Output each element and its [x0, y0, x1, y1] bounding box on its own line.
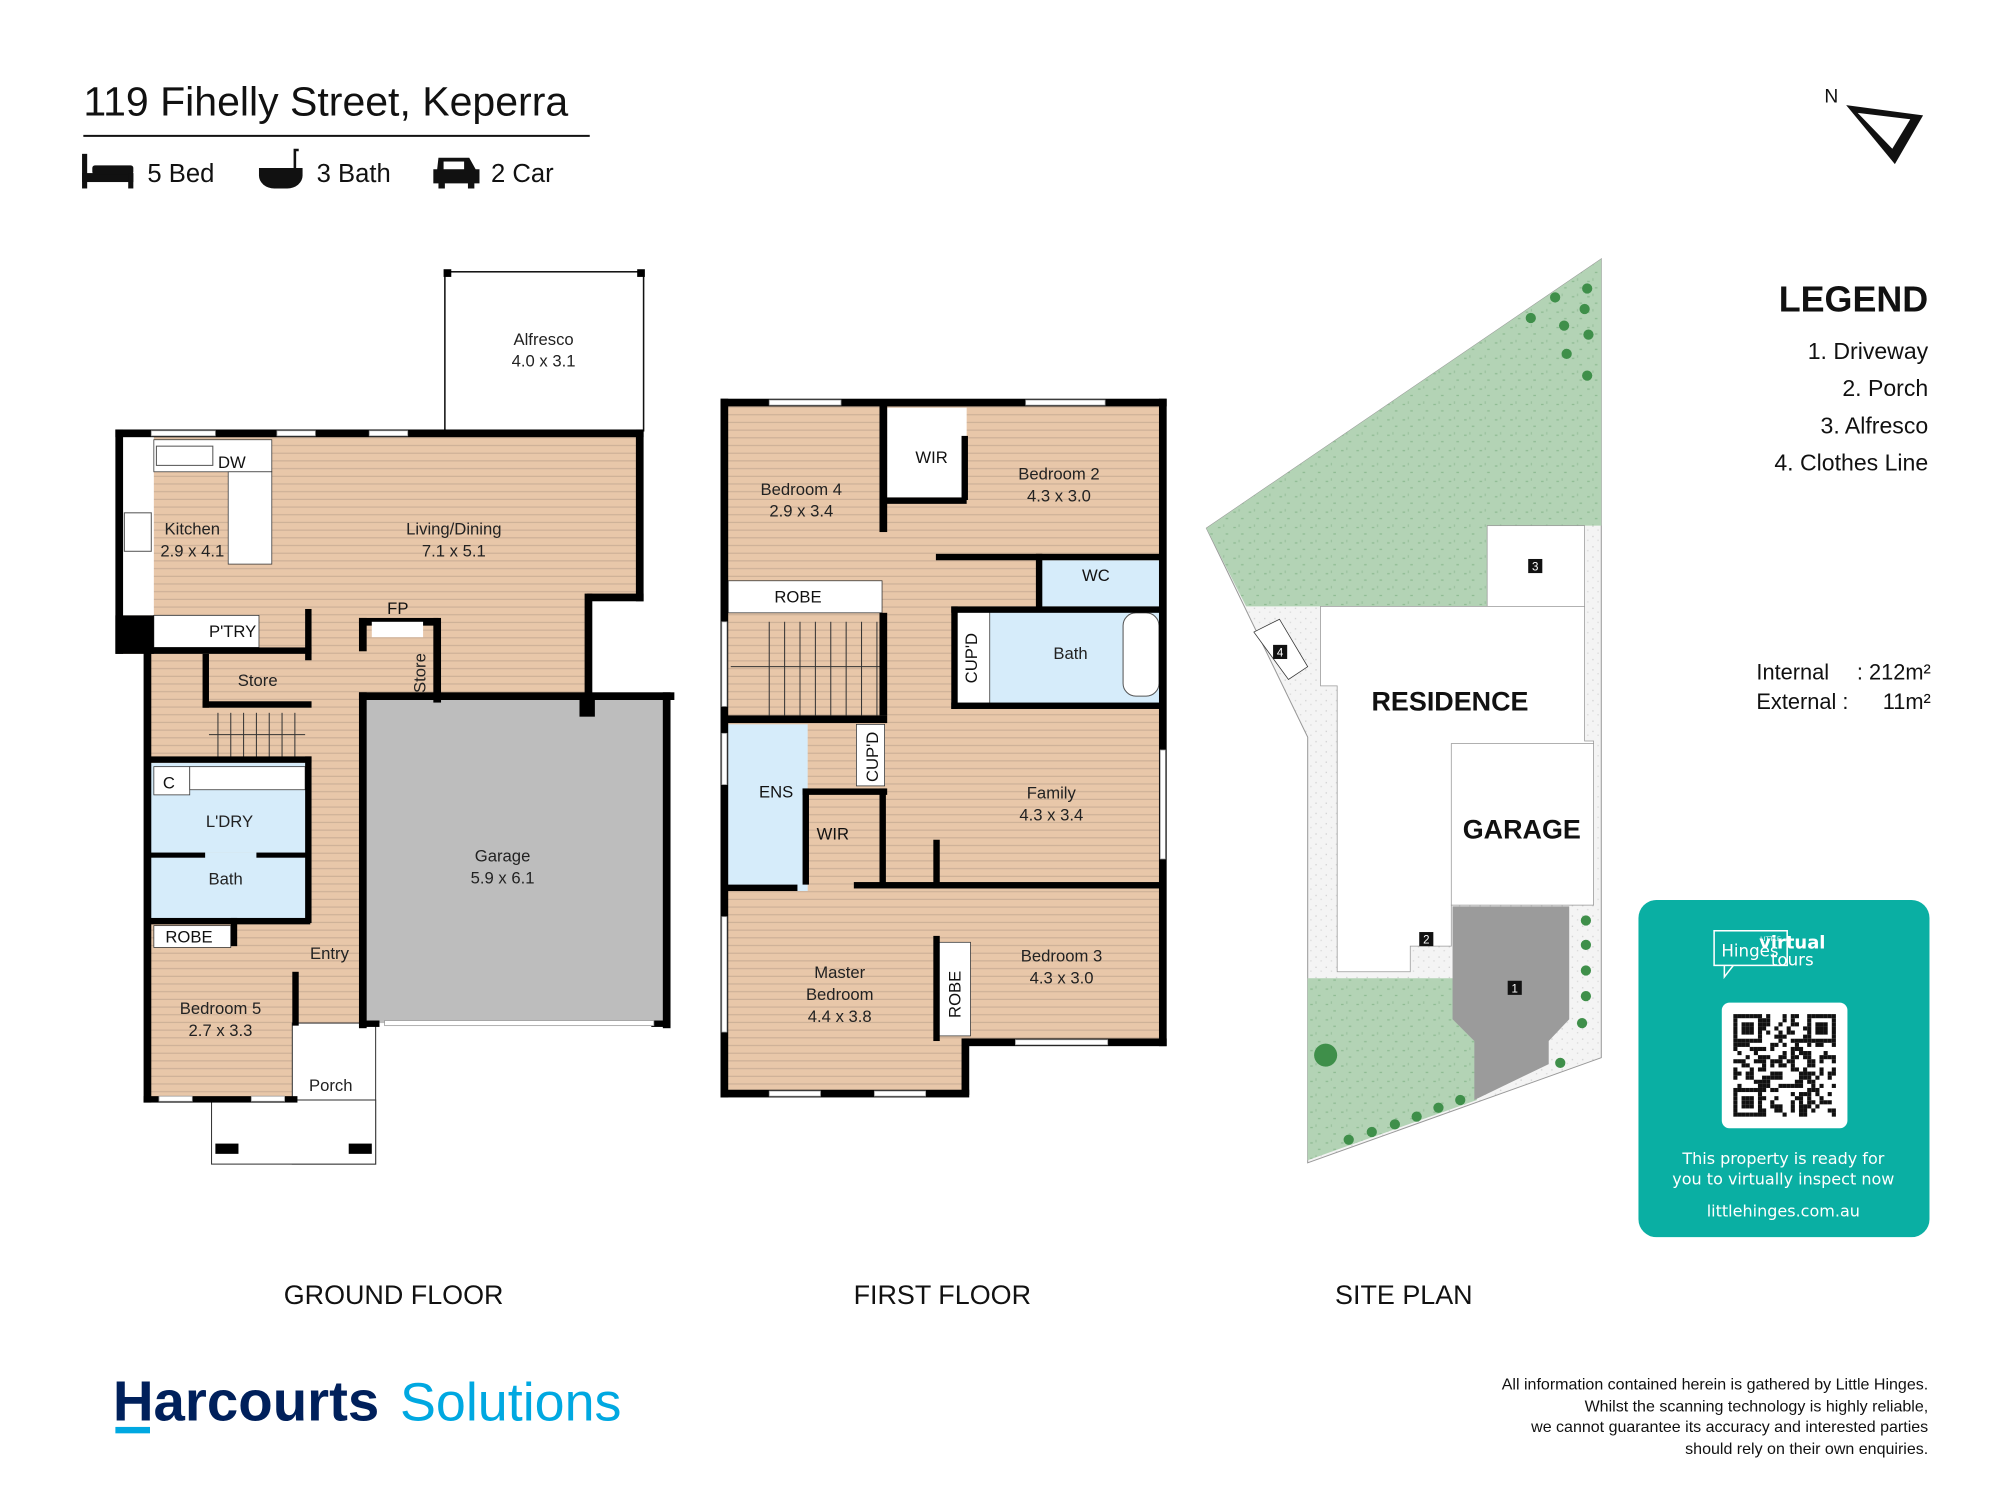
agency-name: Harcourts	[113, 1370, 379, 1433]
north-label: N	[1824, 87, 1838, 108]
ground-floor-title: GROUND FLOOR	[284, 1280, 504, 1310]
cooktop-icon	[123, 512, 152, 552]
bedroom4-label: Bedroom 4	[761, 480, 842, 499]
cupboard-label: CUP'D	[962, 633, 981, 683]
first-floor-plan: Bedroom 4 2.9 x 3.4 WIR Bedroom 2 4.3 x …	[720, 398, 1167, 1098]
cupboard-label: C	[163, 773, 175, 792]
porch-label: Porch	[309, 1076, 353, 1095]
marker-4: 4	[1277, 647, 1284, 659]
living-dining-size: 7.1 x 5.1	[422, 541, 486, 560]
bedroom3-label: Bedroom 3	[1021, 947, 1102, 966]
north-arrow-icon: N	[1824, 87, 1924, 165]
wir-label-2: WIR	[817, 825, 849, 844]
external-area-value: 11m²	[1883, 689, 1931, 714]
agency-subname: Solutions	[400, 1373, 621, 1433]
brand-virtual: virtual	[1759, 933, 1825, 954]
marker-2: 2	[1423, 935, 1429, 947]
bath-label: Bath	[209, 870, 243, 889]
disclaimer-line: we cannot guarantee its accuracy and int…	[1530, 1418, 1928, 1436]
robe-label: ROBE	[774, 588, 821, 607]
robe-label-2: ROBE	[945, 971, 964, 1018]
cupboard-label-2: CUP'D	[863, 732, 882, 782]
kitchen-label: Kitchen	[165, 520, 221, 539]
fireplace-label: FP	[387, 599, 408, 618]
brand-tours: tours	[1771, 950, 1814, 969]
robe-label: ROBE	[165, 927, 212, 946]
area-summary: Internal : 212m² External : 11m²	[1756, 659, 1930, 713]
wir-label: WIR	[915, 448, 947, 467]
pantry-label: P'TRY	[209, 622, 256, 641]
fireplace	[371, 621, 424, 638]
living-dining-label: Living/Dining	[406, 520, 501, 539]
bedroom2-size: 4.3 x 3.0	[1027, 486, 1091, 505]
bedroom2-label: Bedroom 2	[1018, 464, 1099, 483]
little-hinges-logo: LITTLE Hinges virtual tours	[1713, 930, 1825, 980]
alfresco-label: Alfresco	[514, 330, 574, 349]
brand-small: LITTLE	[1760, 935, 1781, 943]
disclaimer-line: All information contained herein is gath…	[1502, 1376, 1928, 1394]
garage-floor	[362, 698, 670, 1024]
family-size: 4.3 x 3.4	[1019, 806, 1083, 825]
master-label: Master	[814, 963, 865, 982]
ground-floor-plan: Alfresco 4.0 x 3.1 DW Kitchen 2.9 x 4.1 …	[115, 269, 675, 1165]
property-address: 119 Fihelly Street, Keperra	[83, 78, 568, 124]
brand-name: Hinges	[1721, 941, 1778, 960]
virtual-tour-card[interactable]: LITTLE Hinges virtual tours This propert…	[1638, 900, 1930, 1238]
disclaimer-line: Whilst the scanning technology is highly…	[1585, 1398, 1929, 1416]
residence-label: RESIDENCE	[1372, 686, 1529, 716]
tour-url-link[interactable]: littlehinges.com.au	[1707, 1202, 1860, 1221]
bath-icon	[258, 148, 303, 189]
bath-label: Bath	[1053, 644, 1087, 663]
legend-item: 3. Alfresco	[1821, 412, 1929, 438]
wc-label: WC	[1082, 566, 1110, 585]
entry-label: Entry	[310, 944, 350, 963]
legend: LEGEND 1. Driveway 2. Porch 3. Alfresco …	[1774, 280, 1928, 476]
legend-item: 1. Driveway	[1808, 338, 1929, 364]
dishwasher-label: DW	[218, 453, 246, 472]
sink-icon	[155, 445, 214, 466]
site-plan: 1 2 3 4 RESIDENCE GARAGE	[1205, 258, 1602, 1164]
master-size: 4.4 x 3.8	[808, 1007, 872, 1026]
marker-1: 1	[1512, 983, 1518, 995]
bedroom4-size: 2.9 x 3.4	[769, 502, 833, 521]
legend-item: 2. Porch	[1842, 375, 1928, 401]
store-label: Store	[238, 671, 278, 690]
store-label-vertical: Store	[411, 653, 430, 693]
tour-message-line-2: you to virtually inspect now	[1672, 1170, 1894, 1189]
external-area-label: External :	[1756, 689, 1848, 714]
car-icon	[433, 157, 480, 189]
disclaimer-line: should rely on their own enquiries.	[1685, 1440, 1928, 1458]
laundry-label: L'DRY	[206, 812, 253, 831]
bed-icon	[82, 153, 134, 189]
bath-count: 3 Bath	[317, 160, 391, 188]
marker-3: 3	[1532, 562, 1538, 574]
legend-title: LEGEND	[1779, 280, 1929, 320]
alfresco-size: 4.0 x 3.1	[512, 352, 576, 371]
bed-count: 5 Bed	[147, 160, 214, 188]
bedroom5-label: Bedroom 5	[180, 999, 261, 1018]
internal-area-label: Internal	[1756, 659, 1829, 684]
family-label: Family	[1027, 784, 1077, 803]
garage-label: Garage	[475, 847, 531, 866]
site-garage-label: GARAGE	[1463, 814, 1581, 844]
first-floor-title: FIRST FLOOR	[854, 1280, 1031, 1310]
qr-code[interactable]	[1733, 1014, 1836, 1117]
car-count: 2 Car	[491, 160, 554, 188]
header: 119 Fihelly Street, Keperra 5 Bed 3 Bath…	[82, 78, 590, 189]
bathtub-icon	[1122, 612, 1160, 697]
site-plan-title: SITE PLAN	[1335, 1280, 1473, 1310]
bedroom3-size: 4.3 x 3.0	[1030, 968, 1094, 987]
garage-size: 5.9 x 6.1	[471, 868, 535, 887]
tour-message-line-1: This property is ready for	[1681, 1149, 1884, 1168]
bedroom5-size: 2.7 x 3.3	[189, 1021, 253, 1040]
internal-area-value: : 212m²	[1857, 659, 1931, 684]
legend-item: 4. Clothes Line	[1774, 450, 1928, 476]
kitchen-size: 2.9 x 4.1	[160, 541, 224, 560]
ensuite-label: ENS	[759, 782, 793, 801]
master-label-2: Bedroom	[806, 985, 874, 1004]
agency-logo: Harcourts Solutions	[113, 1370, 621, 1434]
disclaimer: All information contained herein is gath…	[1502, 1376, 1928, 1458]
